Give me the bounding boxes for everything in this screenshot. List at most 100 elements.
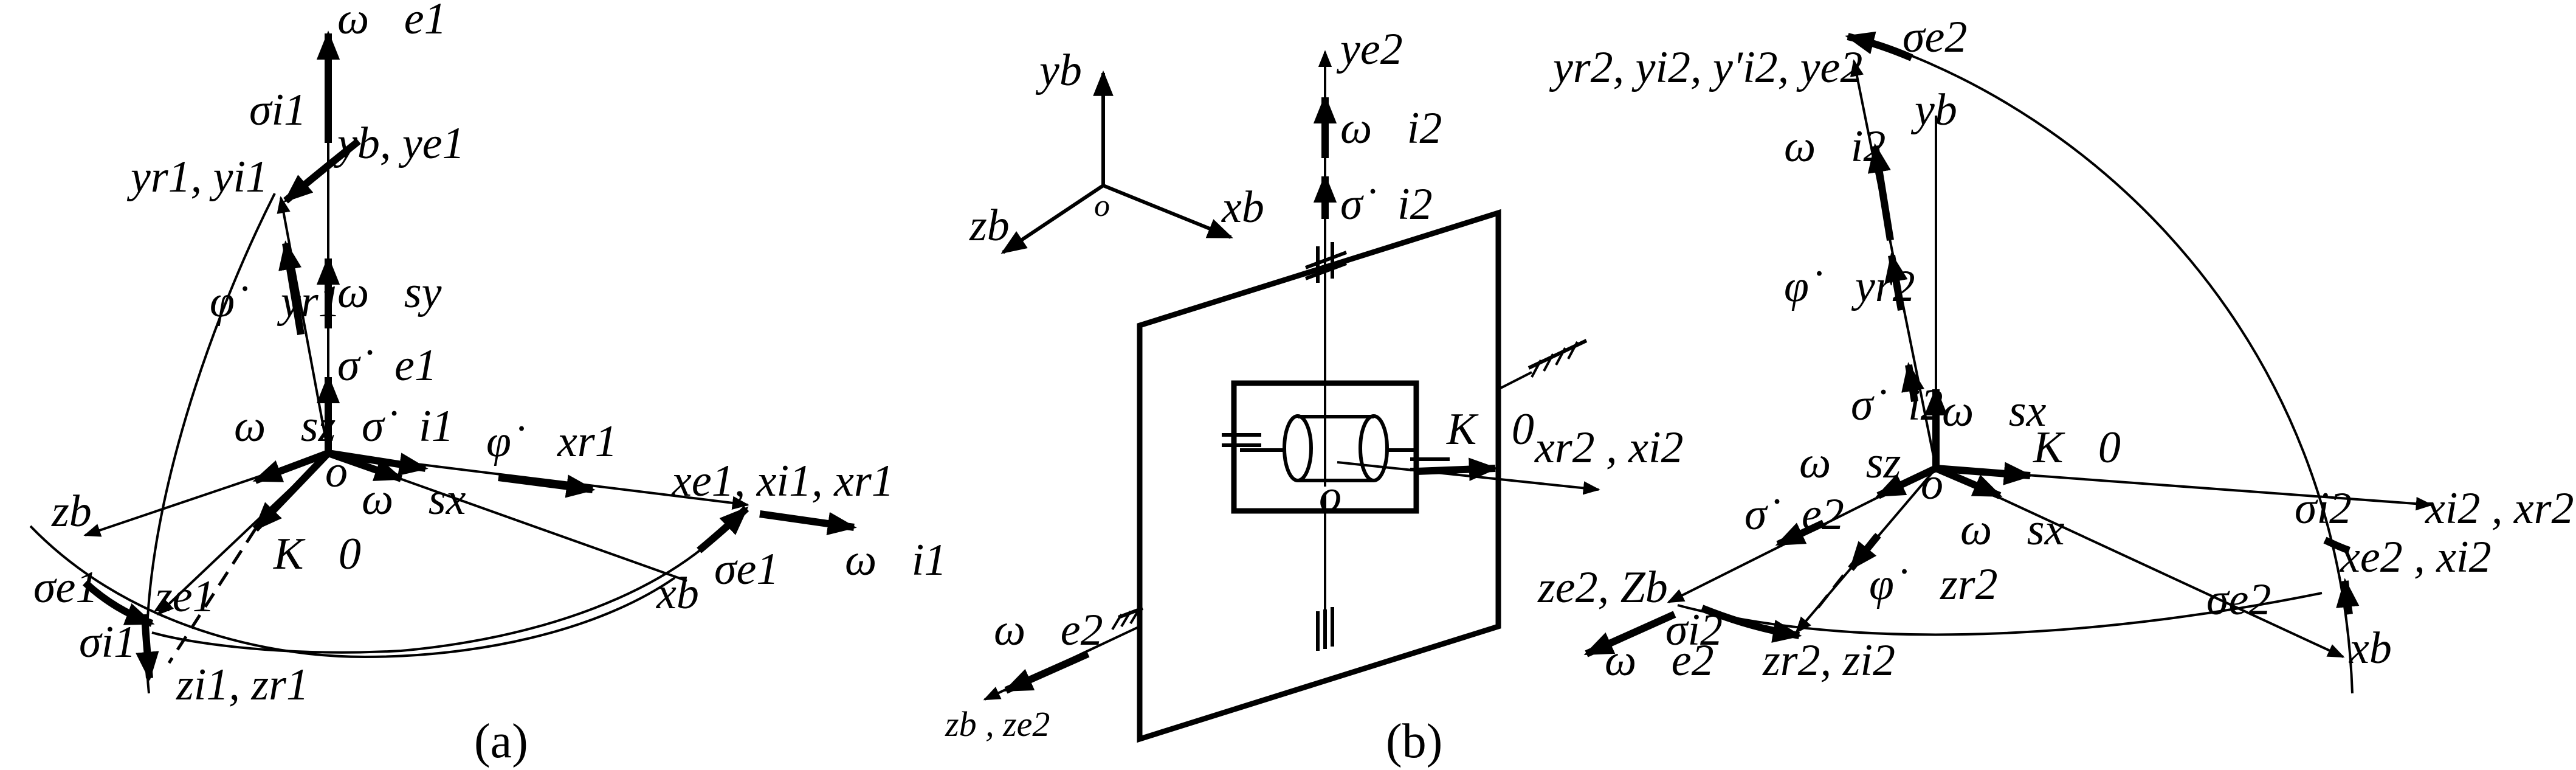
arc-ze2-xe2 — [1677, 592, 2323, 636]
label-triad-origin: o — [1094, 189, 1110, 223]
arc-sigma-i2-bottom — [1700, 605, 1802, 643]
bearing-left-hatch — [1111, 606, 1144, 631]
label-ye2: ye2 — [1336, 24, 1403, 74]
label-yb-ye1: yb, ye1 — [333, 119, 465, 168]
label-sigma-dot-e1: σ̇⃗e1 — [337, 341, 437, 390]
label-sigma-e2-right: σe2 — [2206, 575, 2271, 625]
panel-c: yr2, yi2, y′i2, ye2 σe2 yb ω⃗i2 φ̇⃗ yr2 … — [1537, 12, 2574, 694]
label-zi1-zr1: zi1, zr1 — [176, 660, 309, 710]
axis-yr1 — [277, 196, 329, 454]
label-zb-ze2: zb , ze2 — [945, 704, 1050, 744]
label-omega-e2-c: ω⃗e2 — [1605, 636, 1714, 685]
vector-omega-e2-b — [1003, 650, 1090, 694]
triad-zb — [1000, 184, 1104, 254]
label-sigma-dot-i2-b: σ̇⃗i2 — [1340, 179, 1433, 229]
label-sigma-dot-e2: σ̇⃗e2 — [1744, 490, 1844, 539]
label-omega-e2-b: ω⃗e2 — [994, 605, 1103, 655]
label-omega-sx-top: ω⃗sx — [1942, 386, 2047, 436]
panel-a: ω⃗e1 σi1 yb, ye1 yr1, yi1 φ̇⃗ yr1 ω⃗sy σ… — [29, 0, 946, 768]
label-omega-i1: ω⃗i1 — [845, 535, 946, 585]
vector-omega-e2-c — [1583, 611, 1676, 657]
label-sigma-e1-right: σe1 — [714, 544, 779, 594]
axis-xb-c — [1935, 467, 2345, 658]
label-xr2-xi2: xr2 , xi2 — [1534, 423, 1684, 473]
vector-sigma-dot-e2 — [1775, 519, 1825, 548]
vector-omega-sx — [327, 449, 404, 482]
label-xi2-xr2: xi2 , xr2 — [2425, 484, 2574, 533]
vector-omega-i1 — [759, 510, 857, 535]
label-zb: zb — [51, 487, 92, 536]
vector-omega-sx-bottom — [1934, 465, 2003, 499]
label-xb-c: xb — [2349, 623, 2392, 673]
label-omega-sx: ω⃗sx — [362, 474, 466, 524]
label-omega-sz: ω⃗sz — [1799, 438, 1901, 488]
label-omega-i2-c: ω⃗i2 — [1784, 122, 1886, 172]
label-triad-yb: yb — [1035, 46, 1082, 95]
label-omega-i2-b: ω⃗i2 — [1340, 103, 1442, 153]
rotor-body — [1298, 415, 1374, 482]
vector-K0-c — [1935, 462, 2033, 485]
label-sigma-dot-i1: σ̇⃗i1 — [362, 401, 454, 451]
vector-phi-yr2 — [1884, 252, 1908, 311]
arc-zb-xb — [29, 525, 676, 659]
bearing-right-hatch — [1498, 339, 1588, 390]
inner-gimbal-frame — [1231, 380, 1419, 514]
label-yb-c: yb — [1910, 85, 1957, 135]
vector-omega-sz — [1875, 465, 1938, 499]
label-origin-a: o — [325, 447, 348, 497]
label-omega-e1: ω⃗e1 — [337, 0, 447, 44]
rotor-right-end — [1359, 414, 1389, 482]
label-yr2-yi2-ye2: yr2, yi2, y′i2, ye2 — [1549, 43, 1862, 92]
label-phi-yr2: φ̇⃗ yr2 — [1784, 262, 1915, 311]
label-sigma-e2-top: σe2 — [1903, 12, 1967, 62]
vector-omega-sz — [252, 449, 330, 484]
label-phi-yr1: φ̇⃗ yr1 — [210, 277, 341, 327]
vector-K0-b — [1416, 457, 1498, 481]
caption-b: (b) — [1386, 715, 1442, 768]
arc-xe1-zi1 — [151, 510, 743, 654]
vector-K0 — [252, 450, 331, 532]
label-triad-zb: zb — [969, 201, 1010, 251]
label-K0-b: K⃗0 — [1446, 404, 1534, 454]
label-sigma-i2-right: σi2 — [2295, 484, 2352, 533]
label-sigma-i1-top: σi1 — [249, 85, 306, 135]
vector-omega-i2-c — [1867, 143, 1894, 241]
label-triad-xb: xb — [1221, 182, 1264, 232]
vector-phi-xr1 — [498, 474, 596, 498]
label-ze2-zb: ze2, Zb — [1537, 563, 1668, 612]
label-omega-sx-bottom: ω⃗sx — [1960, 505, 2065, 555]
label-phi-xr1: φ̇⃗ xr1 — [486, 417, 618, 467]
label-sigma-dot-i2-c: σ̇⃗i2 — [1851, 380, 1943, 430]
label-K0: K⃗0 — [273, 529, 361, 579]
label-origin-c: o — [1921, 459, 1943, 509]
label-omega-sy: ω⃗sy — [337, 268, 442, 317]
axis-xr2 — [1337, 461, 1600, 495]
label-xe1-xi1-xr1: xe1, xi1, xr1 — [671, 456, 894, 506]
bearing-top-2 — [1304, 262, 1348, 280]
label-phi-zr2: φ̇⃗ zr2 — [1869, 560, 1998, 609]
arc-sigma-e2-right — [2336, 578, 2360, 615]
arc-sigma-i2-right — [2323, 536, 2350, 554]
label-origin-b: o — [1319, 471, 1341, 521]
label-omega-sz: ω⃗sz — [234, 401, 336, 451]
label-K0-c: K⃗0 — [2033, 423, 2121, 473]
axis-zi1-dashed — [167, 528, 257, 664]
label-xb: xb — [656, 569, 699, 619]
rotor-left-end — [1283, 414, 1313, 482]
label-zr2-zi2: zr2, zi2 — [1762, 636, 1895, 685]
label-yr1-yi1: yr1, yi1 — [126, 152, 268, 202]
label-sigma-e1-left: σe1 — [33, 563, 98, 612]
label-sigma-i2-bottom: σi2 — [1665, 605, 1723, 655]
label-ze1: ze1 — [154, 572, 215, 622]
label-sigma-i1-bottom: σi1 — [79, 617, 136, 667]
triad-xb — [1102, 184, 1233, 239]
arc-sigma-i1-top — [283, 138, 361, 204]
bearing-top — [1304, 251, 1348, 269]
arc-sigma-e2-top — [1845, 31, 1913, 61]
vector-phi-zr2 — [1848, 533, 1881, 571]
label-xe2-xi2: xe2 , xi2 — [2340, 532, 2492, 582]
vector-phi-yr1 — [278, 240, 305, 335]
arc-sigma-e1-right — [697, 505, 749, 553]
panel-b: yb o xb zb — [945, 24, 1684, 768]
